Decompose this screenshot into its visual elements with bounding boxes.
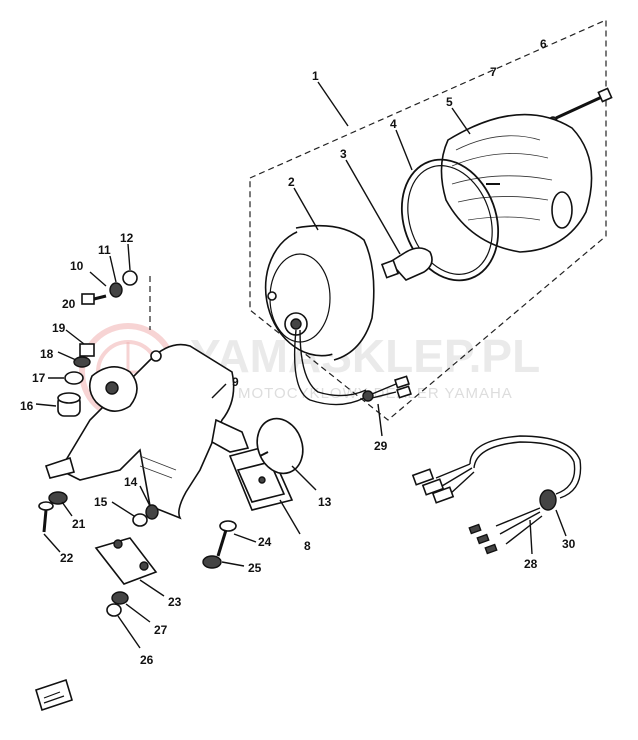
callout-19: 19 [52, 321, 66, 335]
leader-5 [451, 107, 471, 135]
callout-8: 8 [304, 539, 311, 553]
callout-12: 12 [120, 231, 134, 245]
part-16-grommet [57, 392, 81, 417]
watermark-main: YAMASKLEP.PL [190, 330, 540, 382]
callout-11: 11 [98, 243, 111, 257]
callout-23: 23 [168, 595, 182, 609]
part-30-harness [411, 435, 582, 511]
callout-4: 4 [390, 117, 397, 131]
leader-29 [377, 403, 383, 437]
callout-1: 1 [312, 69, 319, 83]
headlight-wires [293, 329, 412, 406]
callout-20: 20 [62, 297, 76, 311]
part-29-grommet [362, 390, 374, 402]
leader-13 [291, 465, 317, 491]
watermark-sub: MOTOCYKLOWY DEALER YAMAHA [238, 385, 513, 402]
leaders-28-30 [529, 509, 567, 555]
leaders-24-25 [221, 533, 257, 567]
part-3-bulb [380, 247, 433, 281]
part-25-washer [202, 555, 222, 569]
leaders-14-15 [111, 485, 151, 517]
callout-28: 28 [524, 557, 538, 571]
leaders-16-19 [35, 329, 85, 407]
callout-26: 26 [140, 653, 154, 667]
part-18-washer [73, 356, 91, 368]
callout-13: 13 [318, 495, 332, 509]
leader-3 [345, 159, 401, 255]
part-17-collar [64, 371, 84, 385]
part-9-bracket [44, 343, 250, 520]
part-19-nut [79, 343, 95, 357]
callout-9: 9 [232, 375, 239, 389]
part-2-lens-unit [264, 224, 375, 361]
part-13-cover [256, 417, 304, 475]
part-27-washer [111, 591, 129, 605]
leader-2 [293, 187, 319, 231]
part-22-bolt [38, 501, 54, 533]
callout-3: 3 [340, 147, 347, 161]
leader-8 [279, 499, 301, 535]
part-10-bolt [81, 293, 107, 305]
callout-16: 16 [20, 399, 34, 413]
part-6-screw [555, 87, 613, 120]
leader-9 [211, 383, 227, 399]
callout-5: 5 [446, 95, 453, 109]
callout-10: 10 [70, 259, 84, 273]
callout-18: 18 [40, 347, 54, 361]
part-14-washer [145, 504, 159, 520]
callout-24: 24 [258, 535, 272, 549]
leader-4 [395, 129, 413, 171]
callout-6: 6 [540, 37, 547, 51]
callout-17: 17 [32, 371, 46, 385]
callout-29: 29 [374, 439, 388, 453]
callout-labels: 1 2 3 4 5 6 7 8 9 10 11 12 13 14 15 16 1… [20, 37, 576, 667]
part-30-grommet [539, 489, 557, 511]
callout-21: 21 [72, 517, 86, 531]
part-21-washer [48, 491, 68, 505]
leaders-26-27 [117, 603, 151, 649]
part-11-washer [109, 282, 123, 298]
part-23-block [94, 537, 158, 585]
callout-15: 15 [94, 495, 108, 509]
leader-23 [139, 579, 165, 597]
callout-22: 22 [60, 551, 74, 565]
part-5-housing [440, 113, 593, 253]
part-4-rim-ring [400, 158, 500, 282]
callout-30: 30 [562, 537, 576, 551]
leaders-10-11-12 [89, 243, 131, 287]
leader-1 [317, 81, 349, 127]
callout-14: 14 [124, 475, 138, 489]
callout-2: 2 [288, 175, 295, 189]
callout-27: 27 [154, 623, 168, 637]
part-28-wires [468, 507, 543, 555]
leaders-21-22 [43, 501, 73, 553]
assembly-outline [249, 19, 607, 421]
callout-7: 7 [490, 65, 497, 79]
callout-25: 25 [248, 561, 262, 575]
part-26-nut [106, 603, 122, 617]
part-8-plate [228, 445, 294, 511]
front-direction-arrow-icon [35, 678, 73, 712]
part-15-nut [132, 513, 148, 527]
part-12-nut [122, 270, 138, 286]
part-24-bolt [216, 520, 237, 557]
